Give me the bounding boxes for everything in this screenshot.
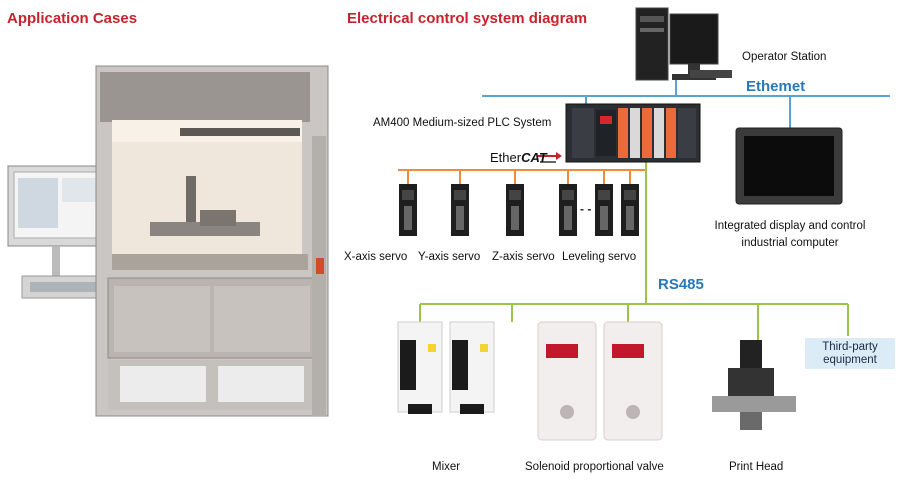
rs485-drop-lines: [419, 304, 849, 340]
servo-drive-icons: [399, 184, 639, 236]
servo-label-leveling: Leveling servo: [562, 251, 637, 263]
ethercat-arrow-icon: [538, 152, 562, 163]
plc-icon: [565, 103, 701, 163]
plc-label: AM400 Medium-sized PLC System: [373, 117, 552, 129]
ethernet-label: Ethemet: [746, 78, 806, 95]
servo-label-x: X-axis servo: [344, 251, 408, 263]
ethercat-label: EtherCAT: [490, 150, 547, 165]
operator-station-icon: [635, 7, 732, 81]
servo-label-y: Y-axis servo: [418, 251, 481, 263]
mixer-label: Mixer: [432, 461, 461, 473]
valve-icons: [537, 321, 663, 441]
servo-ellipsis: - -: [580, 202, 592, 216]
operator-station-label: Operator Station: [742, 51, 827, 63]
servo-drop-lines: [407, 170, 631, 184]
diagram-heading: Electrical control system diagram: [347, 10, 588, 27]
mixer-icons: [397, 321, 495, 414]
servo-label-z: Z-axis servo: [492, 251, 555, 263]
ethercat-suffix: CAT: [521, 150, 547, 165]
rs485-label: RS485: [658, 276, 704, 293]
display-icon: [735, 127, 843, 205]
print-head-label: Print Head: [729, 461, 784, 473]
operator-monitor-illustration: [7, 165, 113, 299]
third-party-equipment: Third-party equipment: [805, 338, 895, 369]
cabinet-illustration: [95, 65, 329, 417]
valve-label: Solenoid proportional valve: [525, 461, 664, 473]
application-cases-heading: Application Cases: [7, 10, 138, 27]
display-label: Integrated display and control industria…: [714, 220, 866, 249]
ethercat-prefix: Ether: [490, 150, 522, 165]
print-head-icon: [712, 340, 796, 430]
